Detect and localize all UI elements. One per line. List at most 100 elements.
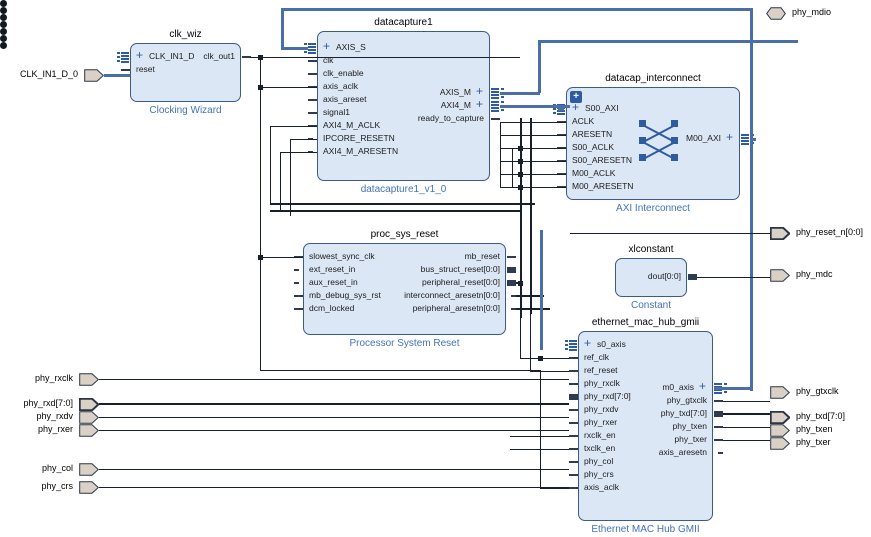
net-wire	[500, 122, 501, 187]
net-wire	[540, 488, 569, 489]
pin-label-datacapture1-AXI4_M_ARESETN: AXI4_M_ARESETN	[323, 146, 399, 156]
pin-marker-proc_sys_reset-peripheral_aresetn00-stub	[511, 308, 516, 310]
bus-expand-plus[interactable]: +	[572, 100, 580, 114]
pin-marker-ethernet_mac_hub_gmii-phy_gtxclk	[714, 400, 723, 402]
pin-marker-clk_wiz-CLK_IN1_D	[121, 52, 129, 63]
pin-label-datacapture1-AXIS_S: AXIS_S	[336, 42, 366, 52]
external-port-CLK_IN1_D_0[interactable]	[84, 68, 104, 82]
pin-marker-datacapture1-axis_areset	[308, 99, 317, 101]
pin-marker-clk_wiz-reset	[121, 69, 130, 71]
external-port-phy_txer[interactable]	[770, 436, 790, 450]
port-shape	[770, 226, 790, 240]
block-ethernet_mac_hub_gmii[interactable]	[578, 331, 713, 521]
block-clk_wiz[interactable]	[130, 43, 241, 102]
crossbar-icon	[639, 120, 685, 170]
interconnect-expand-badge[interactable]: +	[570, 91, 582, 103]
net-peripheral-aresetn	[516, 308, 550, 310]
external-port-phy_txen[interactable]	[770, 423, 790, 437]
block-title-ethernet_mac_hub_gmii: ethernet_mac_hub_gmii	[591, 317, 700, 328]
net-trunk-b	[530, 118, 532, 314]
block-datacapture1[interactable]	[317, 31, 490, 181]
port-shape	[79, 423, 99, 437]
net-wire	[530, 314, 531, 371]
block-title-clk_wiz: clk_wiz	[169, 29, 202, 40]
axi-bus-wire	[538, 40, 798, 43]
external-port-phy_mdc[interactable]	[770, 268, 790, 282]
net-wire	[290, 139, 317, 140]
external-port-phy_rxd70[interactable]	[79, 397, 99, 411]
external-port-phy_reset_n00[interactable]	[770, 226, 790, 240]
net-reset-feedback-2	[270, 210, 520, 212]
wire-junction	[518, 185, 523, 190]
external-port-phy_rxclk[interactable]	[79, 372, 99, 386]
pin-marker-ethernet_mac_hub_gmii-phy_txer	[714, 439, 723, 441]
net-reset-feedback	[270, 203, 535, 205]
external-port-phy_mdio[interactable]	[766, 6, 786, 20]
block-datacap_interconnect[interactable]	[566, 87, 740, 200]
external-port-phy_crs[interactable]	[79, 480, 99, 494]
pin-label-datacap_interconnect-M00_ACLK: M00_ACLK	[572, 168, 616, 178]
pin-label-proc_sys_reset-dcm_locked: dcm_locked	[309, 303, 355, 313]
pin-label-proc_sys_reset-aux_reset_in: aux_reset_in	[309, 277, 358, 287]
block-subtitle-datacap_interconnect: AXI Interconnect	[616, 203, 690, 214]
axi-bus-wire	[538, 40, 541, 93]
pin-label-datacap_interconnect-S00_ARESETN: S00_ARESETN	[572, 155, 632, 165]
external-port-phy_rxer[interactable]	[79, 423, 99, 437]
pin-marker-ethernet_mac_hub_gmii-phy_rxer	[569, 422, 578, 424]
port-shape	[770, 436, 790, 450]
bus-expand-plus[interactable]: +	[476, 97, 484, 111]
net-phy-out	[723, 401, 770, 402]
pin-label-ethernet_mac_hub_gmii-axis_aclk: axis_aclk	[584, 482, 619, 492]
external-port-phy_gtxclk[interactable]	[770, 385, 790, 399]
bus-expand-plus[interactable]: +	[699, 379, 707, 393]
net-wire	[500, 174, 566, 175]
external-port-label: phy_gtxclk	[796, 386, 839, 396]
net-wire	[270, 126, 271, 205]
external-port-phy_col[interactable]	[79, 462, 99, 476]
pin-label-clk_wiz-CLK_IN1_D: CLK_IN1_D	[149, 51, 195, 61]
wire-junction	[258, 85, 263, 90]
pin-label-xlconstant-dout00: dout[0:0]	[647, 271, 681, 281]
pin-label-ethernet_mac_hub_gmii-phy_gtxclk: phy_gtxclk	[666, 395, 707, 405]
block-subtitle-proc_sys_reset: Processor System Reset	[349, 338, 460, 349]
bus-expand-plus[interactable]: +	[584, 336, 592, 350]
pin-marker-ethernet_mac_hub_gmii-rxclk_en	[569, 435, 578, 437]
external-port-label: phy_mdio	[792, 7, 832, 17]
block-subtitle-datacapture1: datacapture1_v1_0	[360, 184, 447, 195]
pin-marker-ethernet_mac_hub_gmii-s0_axis	[569, 340, 577, 351]
port-shape	[84, 68, 104, 82]
pin-marker-proc_sys_reset-interconnect_aresetn00-stub	[511, 295, 516, 297]
port-shape	[770, 385, 790, 399]
pin-label-ethernet_mac_hub_gmii-phy_col: phy_col	[584, 456, 614, 466]
pin-label-ethernet_mac_hub_gmii-s0_axis: s0_axis	[597, 339, 626, 349]
net-wire	[697, 277, 770, 278]
pin-marker-ethernet_mac_hub_gmii-txclk_en	[569, 448, 578, 450]
pin-marker-ethernet_mac_hub_gmii-phy_crs	[569, 474, 578, 476]
pin-label-clk_wiz-clk_out1: clk_out1	[203, 51, 235, 61]
pin-label-datacapture1-clk: clk	[323, 55, 334, 65]
pin-marker-proc_sys_reset-dcm_locked	[294, 308, 303, 310]
bus-expand-plus[interactable]: +	[476, 84, 484, 98]
pin-marker-datacapture1-AXI4_M_ARESETN	[0, 7, 7, 14]
wire-junction	[518, 159, 523, 164]
external-port-phy_txd70[interactable]	[770, 410, 790, 424]
pin-label-datacapture1-ready_to_capture: ready_to_capture	[417, 113, 484, 123]
pin-marker-datacap_interconnect-M00_AXI	[741, 134, 749, 145]
pin-label-ethernet_mac_hub_gmii-phy_rxd70: phy_rxd[7:0]	[584, 391, 631, 401]
block-xlconstant[interactable]	[615, 258, 687, 297]
bus-expand-plus[interactable]: +	[726, 130, 734, 144]
pin-label-datacapture1-axis_aclk: axis_aclk	[323, 81, 358, 91]
pin-label-datacapture1-clk_enable: clk_enable	[323, 68, 364, 78]
net-wire	[520, 358, 569, 359]
block-proc_sys_reset[interactable]	[303, 243, 506, 335]
external-port-phy_rxdv[interactable]	[79, 410, 99, 424]
pin-marker-ethernet_mac_hub_gmii-phy_col	[569, 461, 578, 463]
bus-expand-plus[interactable]: +	[323, 39, 331, 53]
pin-marker-datacapture1-AXIS_M	[491, 88, 499, 99]
bus-expand-plus[interactable]: +	[136, 48, 144, 62]
net-phy	[99, 487, 569, 488]
external-port-label: phy_rxer	[37, 424, 73, 434]
external-port-label: phy_rxd[7:0]	[23, 398, 73, 408]
external-port-label: phy_rxdv	[36, 411, 73, 421]
